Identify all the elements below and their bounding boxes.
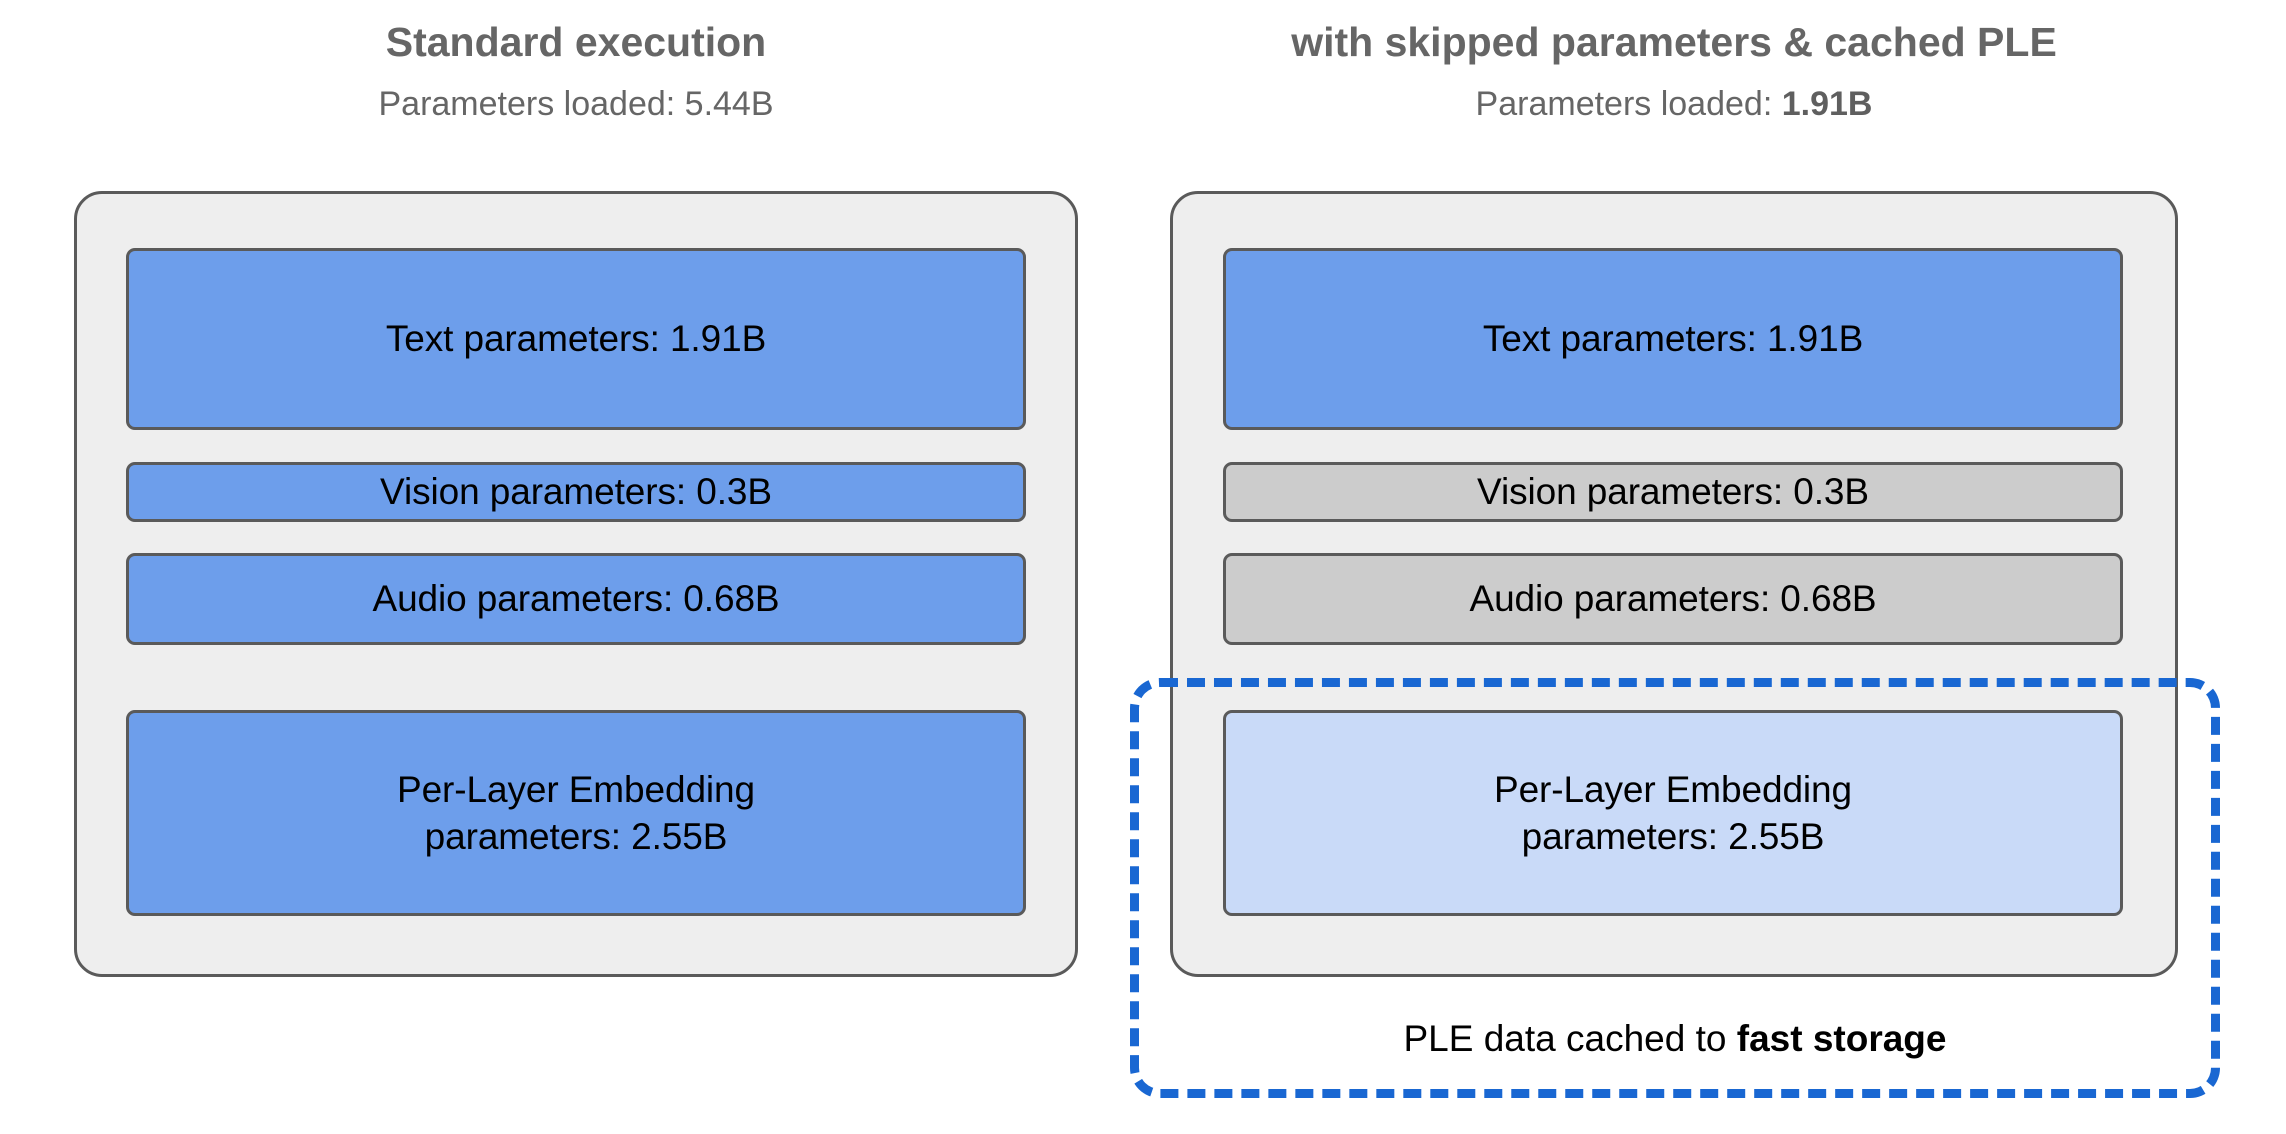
- cache-caption-emphasis: fast storage: [1736, 1018, 1947, 1059]
- column-subtitle-standard-prefix: Parameters loaded:: [378, 85, 685, 123]
- param-box-audio-standard[interactable]: Audio parameters: 0.68B: [126, 553, 1026, 645]
- param-box-ple-standard-line2: parameters: 2.55B: [424, 816, 728, 857]
- param-box-vision-standard[interactable]: Vision parameters: 0.3B: [126, 462, 1026, 522]
- param-box-ple-standard[interactable]: Per-Layer Embedding parameters: 2.55B: [126, 710, 1026, 916]
- param-box-audio-standard-label: Audio parameters: 0.68B: [372, 578, 780, 620]
- param-box-ple-optimized-line1: Per-Layer Embedding: [1493, 768, 1853, 810]
- param-box-text-optimized-label: Text parameters: 1.91B: [1482, 318, 1864, 360]
- param-box-ple-optimized-label: Per-Layer Embedding parameters: 2.55B: [1484, 766, 1862, 861]
- param-box-vision-optimized-label: Vision parameters: 0.3B: [1477, 471, 1869, 513]
- column-subtitle-optimized-prefix: Parameters loaded:: [1475, 85, 1782, 123]
- column-subtitle-standard-value: 5.44B: [684, 85, 774, 123]
- column-subtitle-optimized: Parameters loaded: 1.91B: [1170, 87, 2178, 121]
- column-title-standard: Standard execution: [385, 19, 767, 65]
- column-subtitle-optimized-value: 1.91B: [1781, 85, 1873, 123]
- param-box-text-standard-label: Text parameters: 1.91B: [385, 318, 767, 360]
- column-subtitle-standard: Parameters loaded: 5.44B: [74, 87, 1078, 121]
- cache-caption: PLE data cached to fast storage: [1130, 1020, 2220, 1057]
- param-box-audio-optimized-label: Audio parameters: 0.68B: [1469, 578, 1877, 620]
- column-title-optimized: with skipped parameters & cached PLE: [1291, 19, 2057, 65]
- param-box-text-optimized[interactable]: Text parameters: 1.91B: [1223, 248, 2123, 430]
- param-box-ple-optimized[interactable]: Per-Layer Embedding parameters: 2.55B: [1223, 710, 2123, 916]
- param-box-ple-optimized-line2: parameters: 2.55B: [1521, 816, 1825, 857]
- param-box-ple-standard-line1: Per-Layer Embedding: [396, 768, 756, 810]
- param-box-ple-standard-label: Per-Layer Embedding parameters: 2.55B: [387, 766, 765, 861]
- param-box-audio-optimized[interactable]: Audio parameters: 0.68B: [1223, 553, 2123, 645]
- cache-caption-prefix: PLE data cached to: [1403, 1018, 1737, 1059]
- param-box-vision-optimized[interactable]: Vision parameters: 0.3B: [1223, 462, 2123, 522]
- param-box-vision-standard-label: Vision parameters: 0.3B: [380, 471, 772, 513]
- param-box-text-standard[interactable]: Text parameters: 1.91B: [126, 248, 1026, 430]
